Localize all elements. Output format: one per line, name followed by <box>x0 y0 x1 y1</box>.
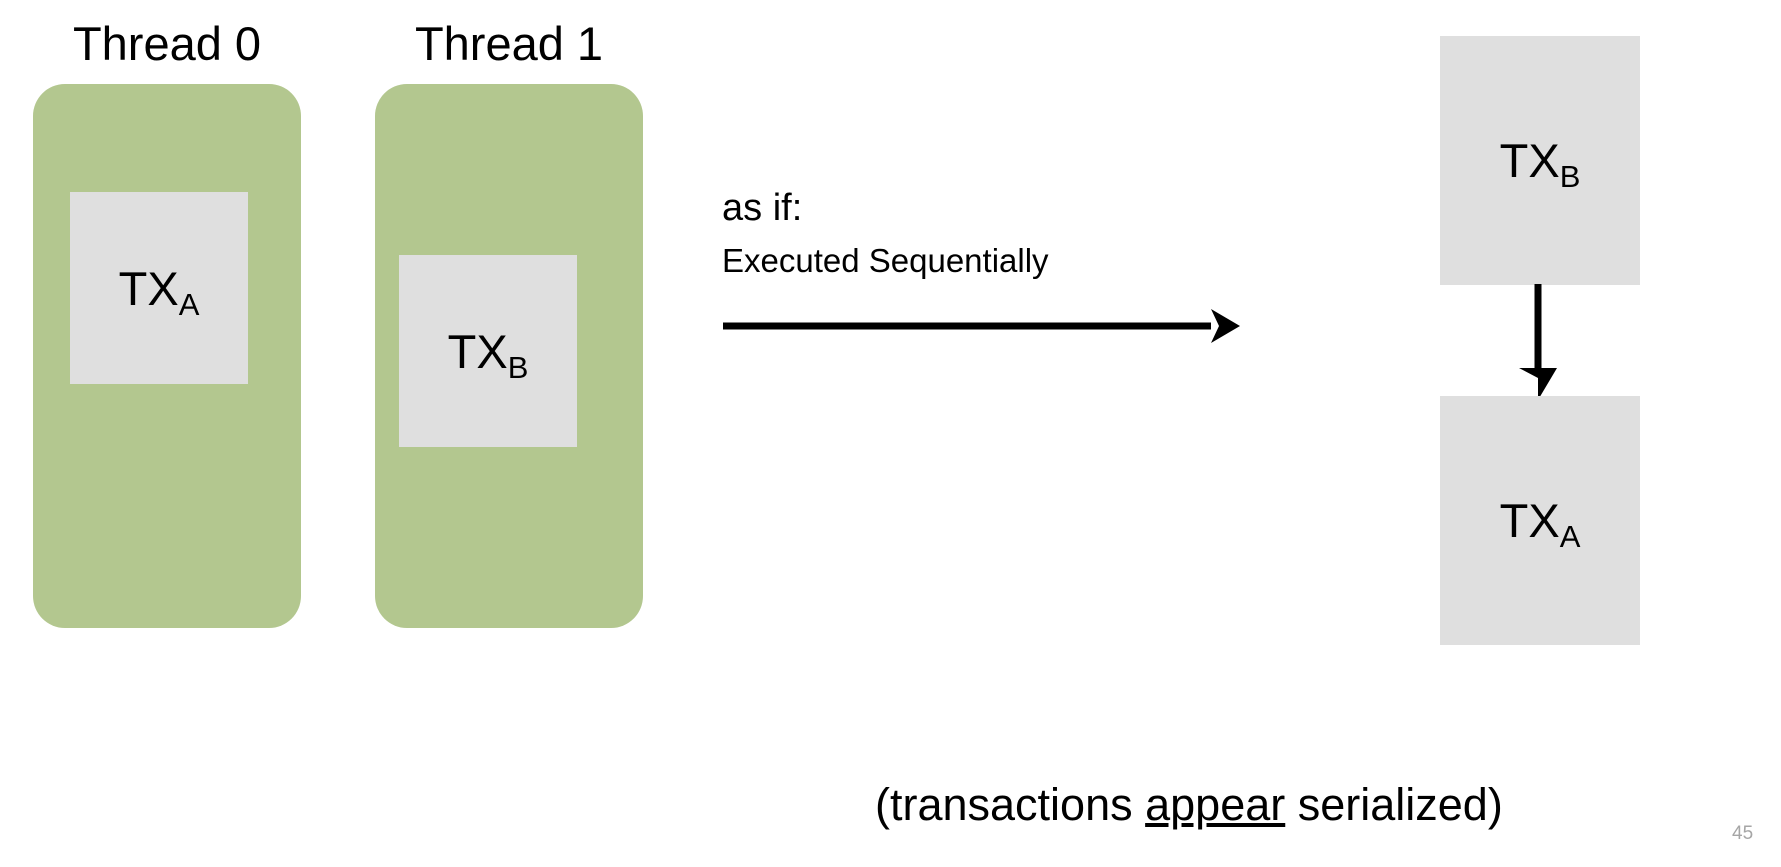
transaction-box-tx-a-serialized: TXA <box>1440 396 1640 645</box>
thread-0-label: Thread 0 <box>72 17 262 70</box>
serialized-label-tx-a: TXA <box>1499 494 1581 554</box>
arrow-right-icon <box>723 309 1240 343</box>
caption-emphasis: appear <box>1145 779 1286 830</box>
transaction-label-tx-b: TXB <box>447 324 529 385</box>
serialized-label-tx-b: TXB <box>1499 134 1581 194</box>
transaction-label-tx-a: TXA <box>118 261 200 322</box>
thread-1-label: Thread 1 <box>414 17 604 70</box>
caption-suffix: serialized) <box>1285 779 1503 830</box>
transaction-box-tx-b-concurrent: TXB <box>399 255 577 447</box>
transaction-subscript-b: B <box>507 349 529 385</box>
arrow-down-icon <box>1519 284 1557 400</box>
caption: (transactions appear serialized) <box>875 782 1503 827</box>
slide-number: 45 <box>1732 823 1754 844</box>
serialized-subscript-b: B <box>1559 159 1581 194</box>
caption-prefix: (transactions <box>875 779 1146 830</box>
as-if-description: Executed Sequentially <box>722 241 1049 279</box>
as-if-annotation: as if: Executed Sequentially <box>722 186 1242 280</box>
transaction-box-tx-b-serialized: TXB <box>1440 36 1640 285</box>
serialized-subscript-a: A <box>1559 519 1581 554</box>
transaction-box-tx-a-concurrent: TXA <box>70 192 248 384</box>
as-if-heading: as if: <box>722 187 803 229</box>
transaction-subscript-a: A <box>178 286 200 322</box>
